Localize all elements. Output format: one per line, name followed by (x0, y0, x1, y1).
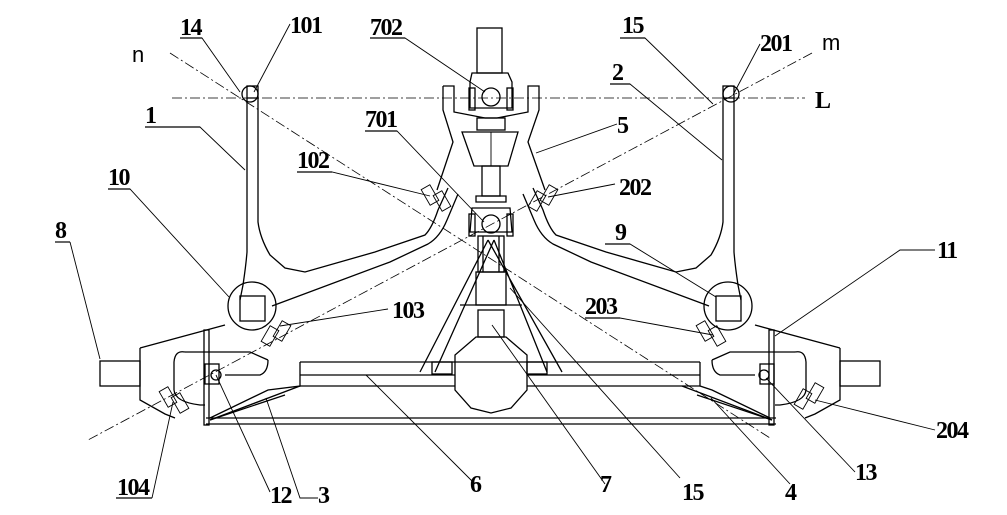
label-702: 702 (370, 15, 402, 41)
bearing-10 (227, 281, 277, 331)
label-8: 8 (55, 218, 67, 244)
label-15-bottom: 15 (682, 480, 705, 506)
axis-line-m (87, 52, 813, 441)
label-2: 2 (612, 60, 623, 86)
label-10: 10 (108, 165, 131, 191)
axis-label-n: n (132, 42, 144, 67)
label-15-top: 15 (622, 13, 645, 39)
axis-line-n (169, 52, 771, 439)
label-11: 11 (937, 238, 957, 264)
label-104: 104 (117, 475, 150, 501)
label-102: 102 (297, 148, 329, 174)
clamp-blocks (158, 184, 825, 414)
center-lines (87, 52, 813, 441)
label-7: 7 (600, 472, 612, 498)
bearing-9 (703, 281, 753, 331)
label-3: 3 (318, 483, 330, 509)
bearings (227, 281, 753, 331)
label-4: 4 (785, 480, 797, 506)
label-9: 9 (615, 220, 627, 246)
label-12: 12 (270, 483, 292, 509)
label-103: 103 (392, 298, 425, 324)
central-column (419, 27, 563, 414)
axis-label-m: m (822, 30, 840, 55)
label-6: 6 (470, 472, 482, 498)
axis-label-L: L (815, 88, 831, 114)
label-13: 13 (855, 460, 878, 486)
label-14: 14 (180, 15, 203, 41)
label-203: 203 (585, 294, 618, 320)
label-101: 101 (290, 13, 322, 39)
label-201: 201 (760, 31, 792, 57)
leader-lines (69, 23, 936, 499)
label-1: 1 (145, 103, 156, 129)
label-204: 204 (936, 418, 969, 444)
label-701: 701 (365, 107, 397, 133)
label-5: 5 (617, 113, 629, 139)
left-arm-1 (239, 85, 459, 307)
label-202: 202 (619, 175, 651, 201)
labels: n m L 14 101 702 15 201 1 2 701 5 102 20… (55, 13, 971, 509)
lower-frame (99, 324, 881, 426)
left-shaft-8 (99, 360, 141, 387)
